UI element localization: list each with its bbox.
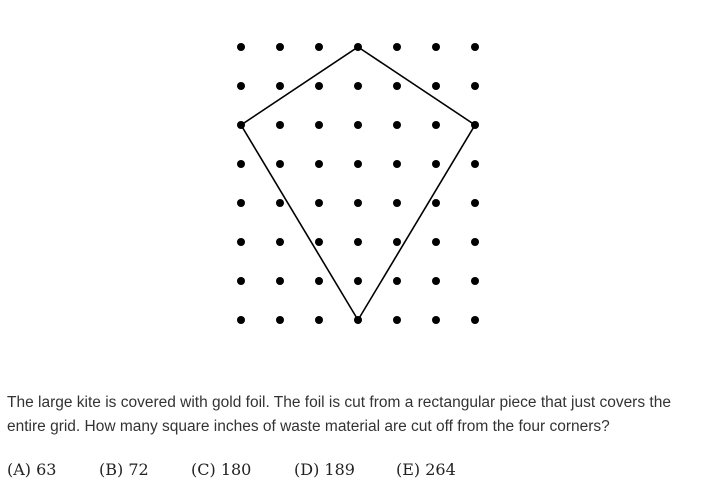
grid-dot xyxy=(315,82,323,90)
grid-dot xyxy=(237,277,245,285)
grid-dot xyxy=(276,82,284,90)
grid-dot xyxy=(471,277,479,285)
grid-dot xyxy=(471,43,479,51)
grid-dot xyxy=(432,277,440,285)
choice-b: (B) 72 xyxy=(99,460,149,479)
grid-dot xyxy=(354,82,362,90)
choice-e: (E) 264 xyxy=(396,460,456,479)
grid-dot xyxy=(315,238,323,246)
grid-dot xyxy=(471,82,479,90)
kite-grid-figure xyxy=(237,43,479,324)
grid-dot xyxy=(393,160,401,168)
choice-c: (C) 180 xyxy=(191,460,252,479)
grid-dot xyxy=(237,316,245,324)
grid-dot xyxy=(237,82,245,90)
grid-dot xyxy=(315,43,323,51)
grid-dot xyxy=(237,238,245,246)
grid-dot xyxy=(393,316,401,324)
grid-dot xyxy=(315,121,323,129)
grid-dot xyxy=(393,43,401,51)
question-text: The large kite is covered with gold foil… xyxy=(7,394,671,435)
grid-dot xyxy=(315,316,323,324)
grid-dot xyxy=(276,316,284,324)
grid-dot xyxy=(315,199,323,207)
grid-dot xyxy=(276,160,284,168)
grid-dot xyxy=(354,160,362,168)
grid-dot xyxy=(432,43,440,51)
grid-dot xyxy=(432,199,440,207)
grid-dot xyxy=(315,277,323,285)
grid-dot xyxy=(354,199,362,207)
grid-dot xyxy=(393,199,401,207)
grid-dot xyxy=(432,121,440,129)
grid-dot xyxy=(276,121,284,129)
grid-dot xyxy=(432,82,440,90)
grid-dot xyxy=(432,238,440,246)
grid-dot xyxy=(354,121,362,129)
grid-dot xyxy=(237,199,245,207)
grid-dot xyxy=(276,43,284,51)
grid-dot xyxy=(276,199,284,207)
grid-dot xyxy=(276,238,284,246)
grid-dot xyxy=(471,316,479,324)
grid-dot xyxy=(471,199,479,207)
grid-dot xyxy=(315,160,323,168)
grid-dot xyxy=(393,121,401,129)
answer-choices: (A) 63 (B) 72 (C) 180 (D) 189 (E) 264 xyxy=(7,460,476,479)
grid-dot xyxy=(393,238,401,246)
grid-dot xyxy=(471,238,479,246)
grid-dot xyxy=(237,160,245,168)
grid-dot xyxy=(354,277,362,285)
grid-dot xyxy=(393,82,401,90)
grid-dot xyxy=(276,277,284,285)
grid-dot xyxy=(237,43,245,51)
grid-dot xyxy=(471,160,479,168)
choice-d: (D) 189 xyxy=(294,460,355,479)
grid-dot xyxy=(432,160,440,168)
grid-dot xyxy=(354,238,362,246)
kite-outline xyxy=(239,46,477,322)
grid-dot xyxy=(393,277,401,285)
dot-grid xyxy=(237,43,479,324)
grid-dot xyxy=(432,316,440,324)
choice-a: (A) 63 xyxy=(7,460,57,479)
